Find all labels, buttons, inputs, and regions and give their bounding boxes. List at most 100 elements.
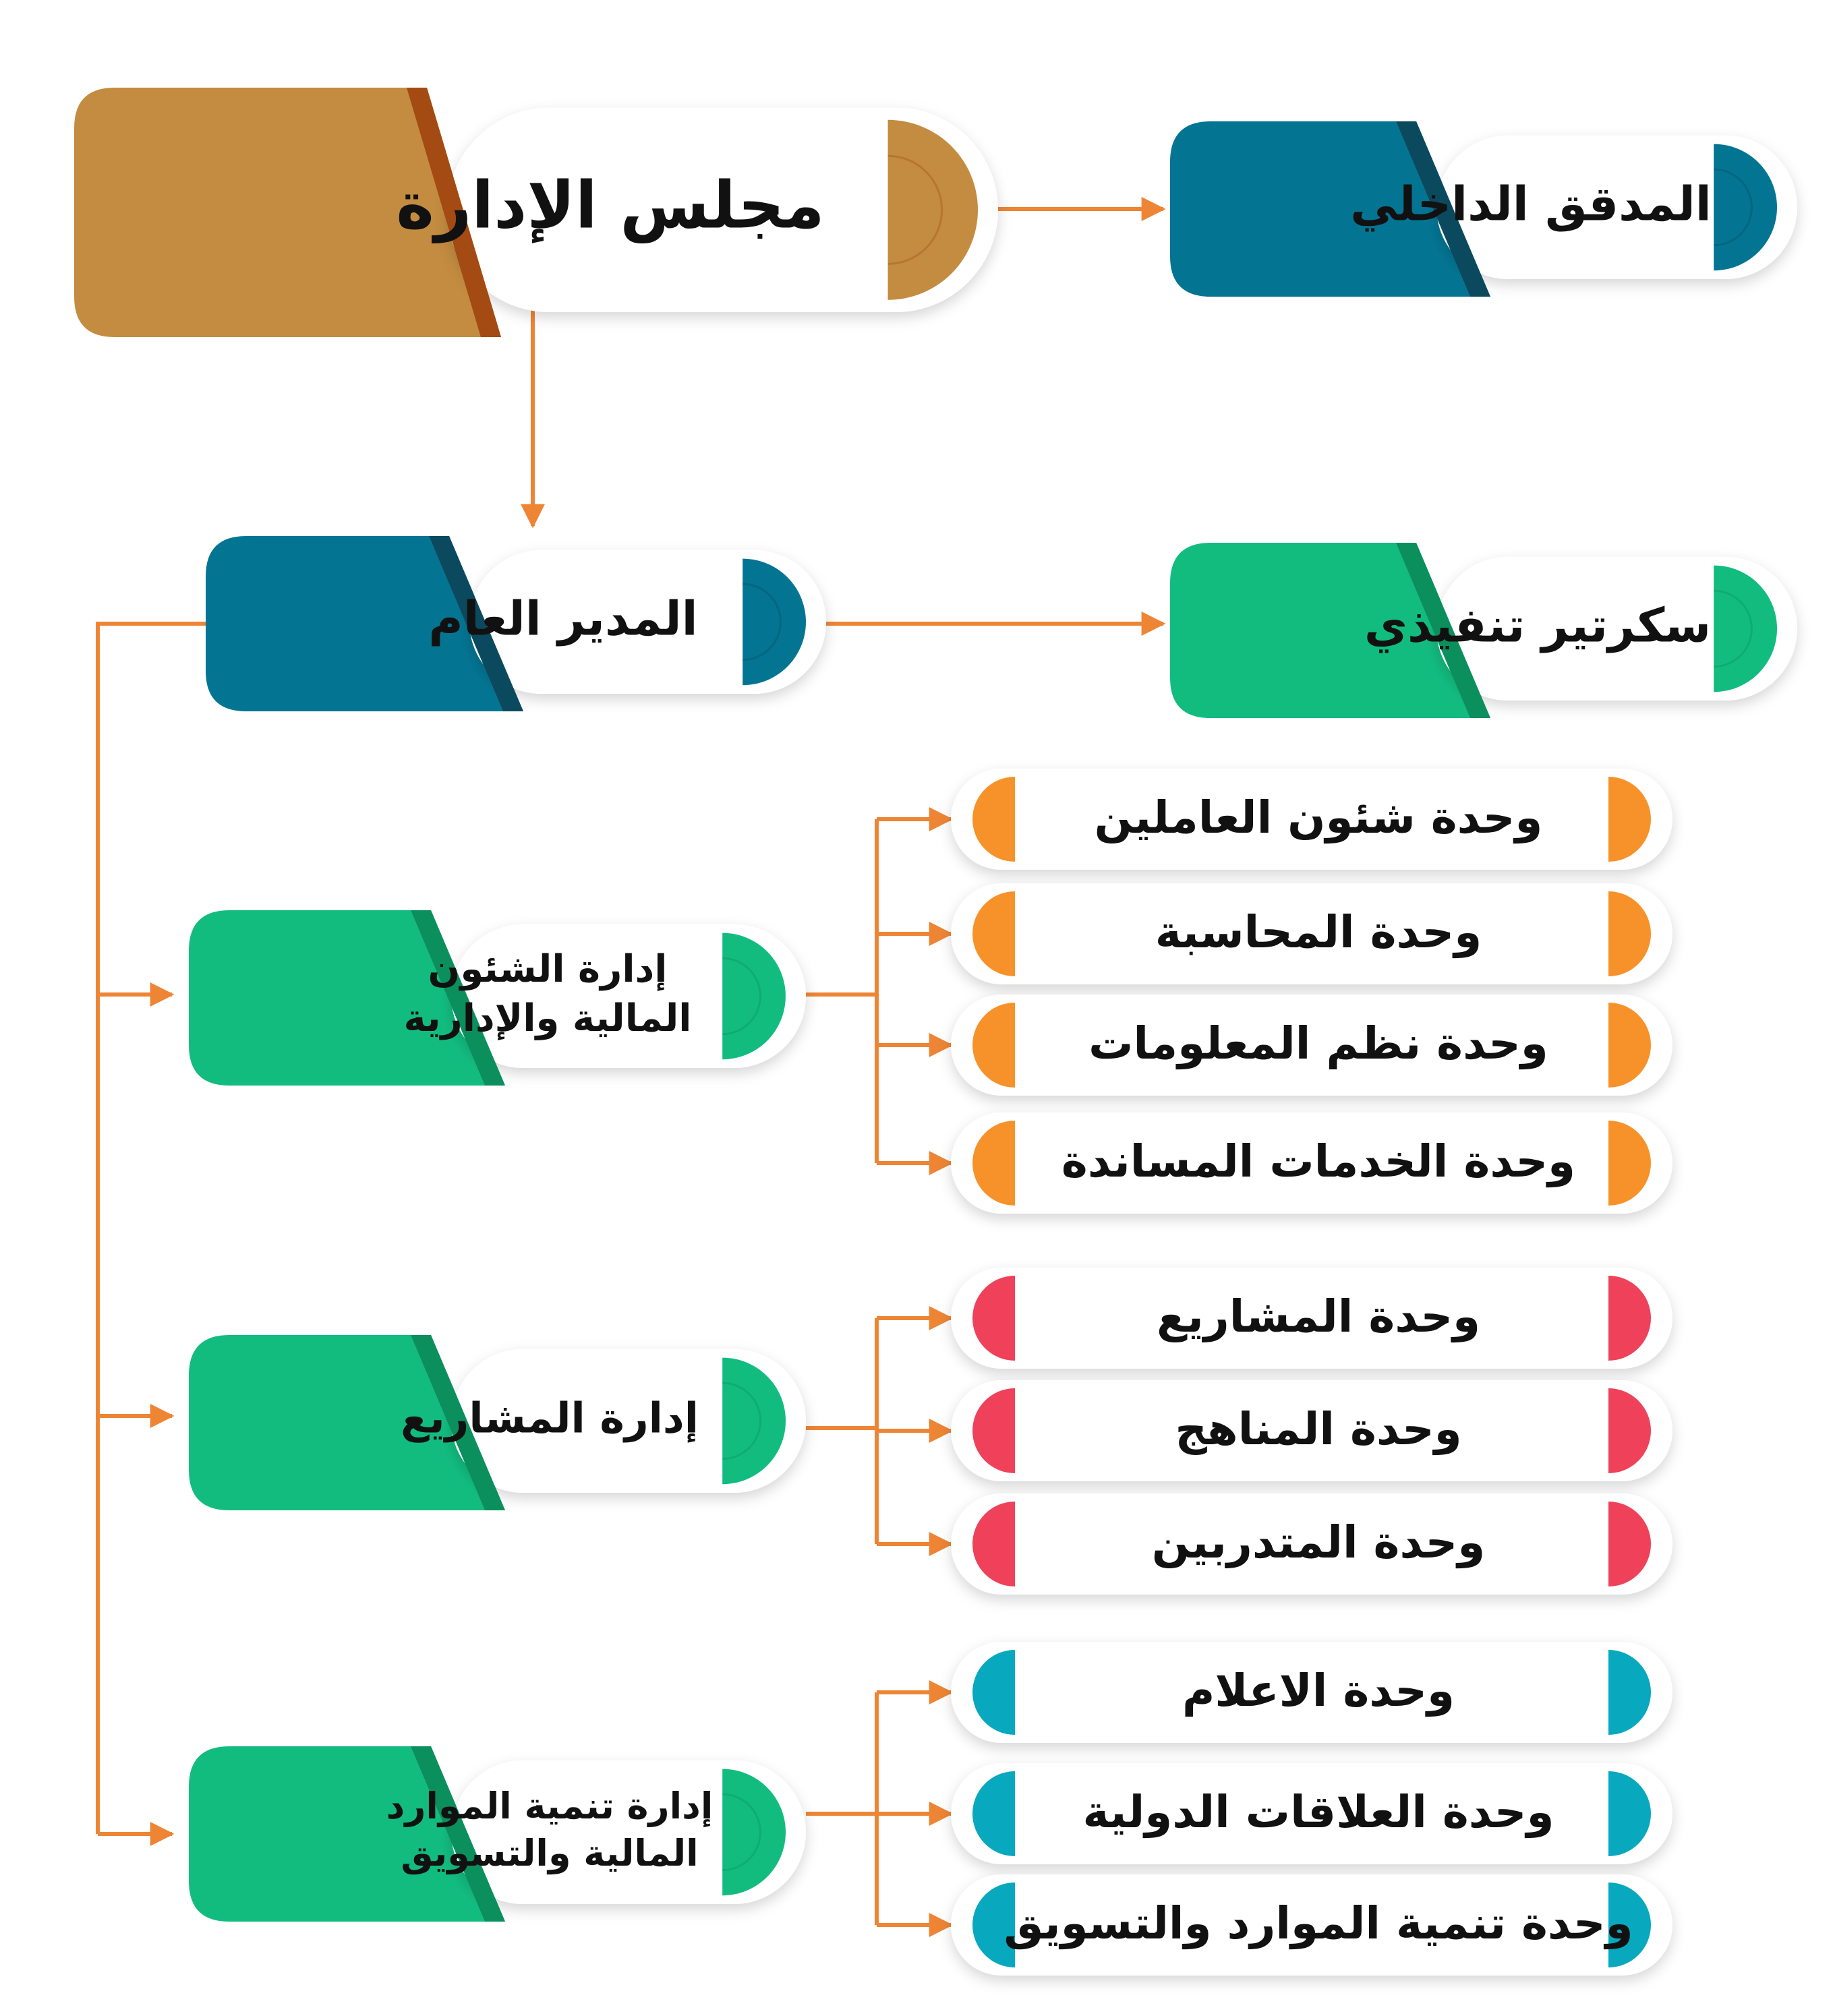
- unit-admin_finance-2: وحدة نظم المعلومات: [951, 995, 1672, 1096]
- secretary-card-tab: [1170, 543, 1470, 718]
- unit-admin_finance-1-left-disc: [972, 891, 1015, 976]
- unit-projects-2-left-disc: [972, 1502, 1015, 1587]
- auditor-card-body: [1436, 135, 1797, 279]
- auditor-card-tab: [1170, 121, 1470, 297]
- admin-finance-card-body: [451, 924, 806, 1068]
- secretary-card-fold-front: [1396, 543, 1490, 718]
- admin-finance-card: إدارة الشئون المالية والإدارية: [189, 910, 806, 1086]
- projects-card-fold-front: [411, 1335, 505, 1510]
- unit-projects-2-right-disc: [1608, 1502, 1651, 1587]
- card-label: وحدة العلاقات الدولية: [1082, 1786, 1554, 1839]
- unit-admin_finance-0-right-disc: [1608, 777, 1651, 862]
- resources-card: إدارة تنمية الموارد المالية والتسويق: [189, 1746, 806, 1922]
- unit-resources-0: وحدة الاعلام: [951, 1642, 1672, 1743]
- unit-projects-1-body: [951, 1380, 1672, 1481]
- card-label: وحدة الخدمات المساندة: [1061, 1135, 1575, 1188]
- admin-finance-card-disc: [722, 932, 786, 1060]
- unit-resources-0-body: [951, 1642, 1672, 1743]
- unit-admin_finance-3-left-disc: [972, 1121, 1015, 1206]
- connector-trunk: [96, 622, 206, 1834]
- unit-admin_finance-0-left-disc: [972, 777, 1015, 862]
- projects-card-tab: [189, 1335, 485, 1510]
- unit-admin_finance-2-right-disc: [1608, 1003, 1651, 1088]
- gm-card-disc-ring: [743, 583, 782, 661]
- unit-projects-1-right-disc: [1608, 1388, 1651, 1473]
- unit-resources-1-body: [951, 1763, 1672, 1864]
- card-label: المدقق الداخلي: [1350, 176, 1712, 231]
- unit-admin_finance-2-left-disc: [972, 1003, 1015, 1088]
- projects-card-disc: [722, 1357, 786, 1485]
- card-label: إدارة تنمية الموارد: [386, 1785, 714, 1827]
- card-label: المالية والتسويق: [401, 1832, 698, 1874]
- resources-card-disc-ring: [722, 1793, 761, 1872]
- card-label: مجلس الإدارة: [396, 168, 824, 244]
- gm-card: المدير العام: [206, 536, 826, 711]
- card-label: سكرتير تنفيذي: [1364, 597, 1711, 653]
- unit-projects-0-body: [951, 1268, 1672, 1369]
- unit-admin_finance-0-body: [951, 769, 1672, 870]
- gm-card-fold-front: [429, 536, 523, 711]
- admin-finance-card-fold-front: [411, 910, 505, 1086]
- cards: مجلس الإدارة المدقق الداخلي المدير العام سك…: [74, 88, 1797, 1976]
- unit-resources-2-right-disc: [1608, 1882, 1651, 1967]
- unit-projects-2-body: [951, 1493, 1672, 1595]
- card-label: وحدة الاعلام: [1182, 1665, 1455, 1717]
- card-label: وحدة تنمية الموارد والتسويق: [1003, 1897, 1633, 1950]
- unit-resources-1-left-disc: [972, 1771, 1015, 1856]
- board-card-tab: [74, 88, 481, 337]
- board-card-fold-front: [407, 88, 501, 337]
- unit-resources-2-left-disc: [972, 1882, 1015, 1967]
- unit-projects-1-left-disc: [972, 1388, 1015, 1473]
- unit-admin_finance-3-right-disc: [1608, 1121, 1651, 1206]
- unit-resources-2-body: [951, 1874, 1672, 1976]
- projects-card-body: [451, 1348, 806, 1493]
- card-label: وحدة نظم المعلومات: [1088, 1017, 1548, 1070]
- secretary-card-disc-ring: [1714, 589, 1753, 668]
- secretary-card: سكرتير تنفيذي: [1170, 543, 1797, 718]
- secretary-card-disc: [1714, 565, 1777, 692]
- card-label: إدارة المشاريع: [401, 1393, 699, 1442]
- board-card: مجلس الإدارة: [74, 88, 998, 337]
- board-card-disc-ring: [888, 154, 943, 265]
- projects-card: إدارة المشاريع: [189, 1335, 806, 1510]
- admin-finance-card-tab: [189, 910, 485, 1086]
- resources-card-tab: [189, 1746, 485, 1922]
- gm-card-disc: [743, 558, 806, 686]
- unit-admin_finance-1-body: [951, 883, 1672, 984]
- auditor-card: المدقق الداخلي: [1170, 121, 1797, 297]
- unit-admin_finance-1: وحدة المحاسبة: [951, 883, 1672, 984]
- card-label: المالية والإدارية: [404, 997, 692, 1040]
- unit-admin_finance-3-body: [951, 1113, 1672, 1214]
- unit-resources-0-left-disc: [972, 1650, 1015, 1735]
- unit-resources-1: وحدة العلاقات الدولية: [951, 1763, 1672, 1864]
- unit-projects-2: وحدة المتدربين: [951, 1493, 1672, 1595]
- unit-admin_finance-2-body: [951, 995, 1672, 1096]
- card-label: وحدة المتدربين: [1152, 1516, 1485, 1569]
- unit-admin_finance-1-right-disc: [1608, 891, 1651, 976]
- board-card-body: [447, 107, 998, 312]
- unit-resources-1-right-disc: [1608, 1771, 1651, 1856]
- resources-card-disc: [722, 1769, 786, 1896]
- card-label: وحدة المشاريع: [1157, 1291, 1480, 1343]
- unit-projects-0: وحدة المشاريع: [951, 1268, 1672, 1369]
- unit-resources-0-right-disc: [1608, 1650, 1651, 1735]
- connectors: [96, 197, 1166, 1937]
- unit-projects-0-right-disc: [1608, 1276, 1651, 1361]
- unit-projects-0-left-disc: [972, 1276, 1015, 1361]
- auditor-card-disc-ring: [1714, 168, 1753, 247]
- unit-admin_finance-0: وحدة شئون العاملين: [951, 769, 1672, 870]
- auditor-card-disc: [1714, 144, 1777, 271]
- card-label: إدارة الشئون: [428, 947, 668, 991]
- unit-resources-2: وحدة تنمية الموارد والتسويق: [951, 1874, 1672, 1976]
- unit-projects-1: وحدة المناهج: [951, 1380, 1672, 1481]
- projects-card-disc-ring: [722, 1382, 761, 1460]
- resources-card-fold-front: [411, 1746, 505, 1922]
- card-label: وحدة شئون العاملين: [1095, 792, 1543, 844]
- card-label: وحدة المحاسبة: [1155, 906, 1482, 959]
- auditor-card-fold-front: [1396, 121, 1490, 297]
- card-label: وحدة المناهج: [1175, 1403, 1461, 1456]
- card-label: المدير العام: [428, 591, 697, 647]
- gm-card-tab: [206, 536, 503, 711]
- unit-admin_finance-3: وحدة الخدمات المساندة: [951, 1113, 1672, 1214]
